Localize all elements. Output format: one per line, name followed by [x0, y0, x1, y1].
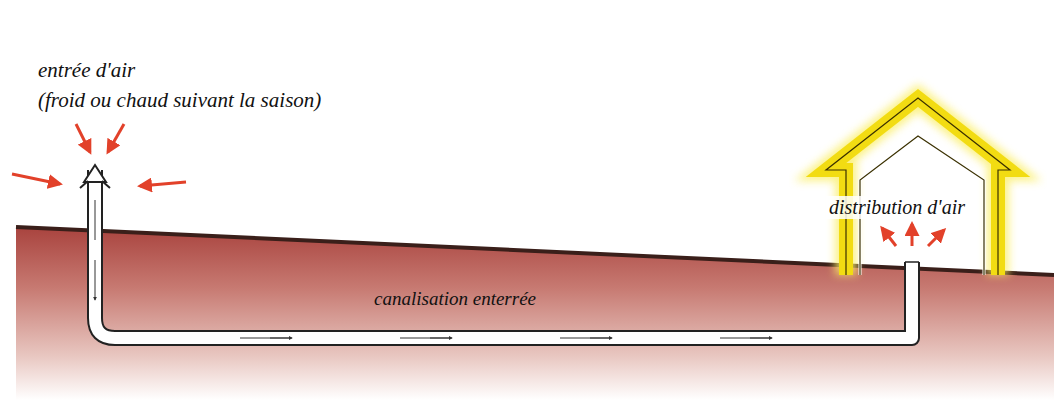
air-intake-arrows	[12, 124, 186, 186]
pipe-label: canalisation enterrée	[374, 288, 536, 310]
soil	[16, 228, 1054, 400]
ground-line	[16, 227, 1054, 275]
air-distribution-arrows	[882, 224, 944, 246]
buried-pipe	[80, 165, 919, 338]
distribution-label: distribution d'air	[826, 196, 968, 219]
intake-note: (froid ou chaud suivant la saison)	[38, 88, 321, 112]
house	[826, 98, 1010, 275]
intake-label: entrée d'air	[38, 58, 135, 82]
